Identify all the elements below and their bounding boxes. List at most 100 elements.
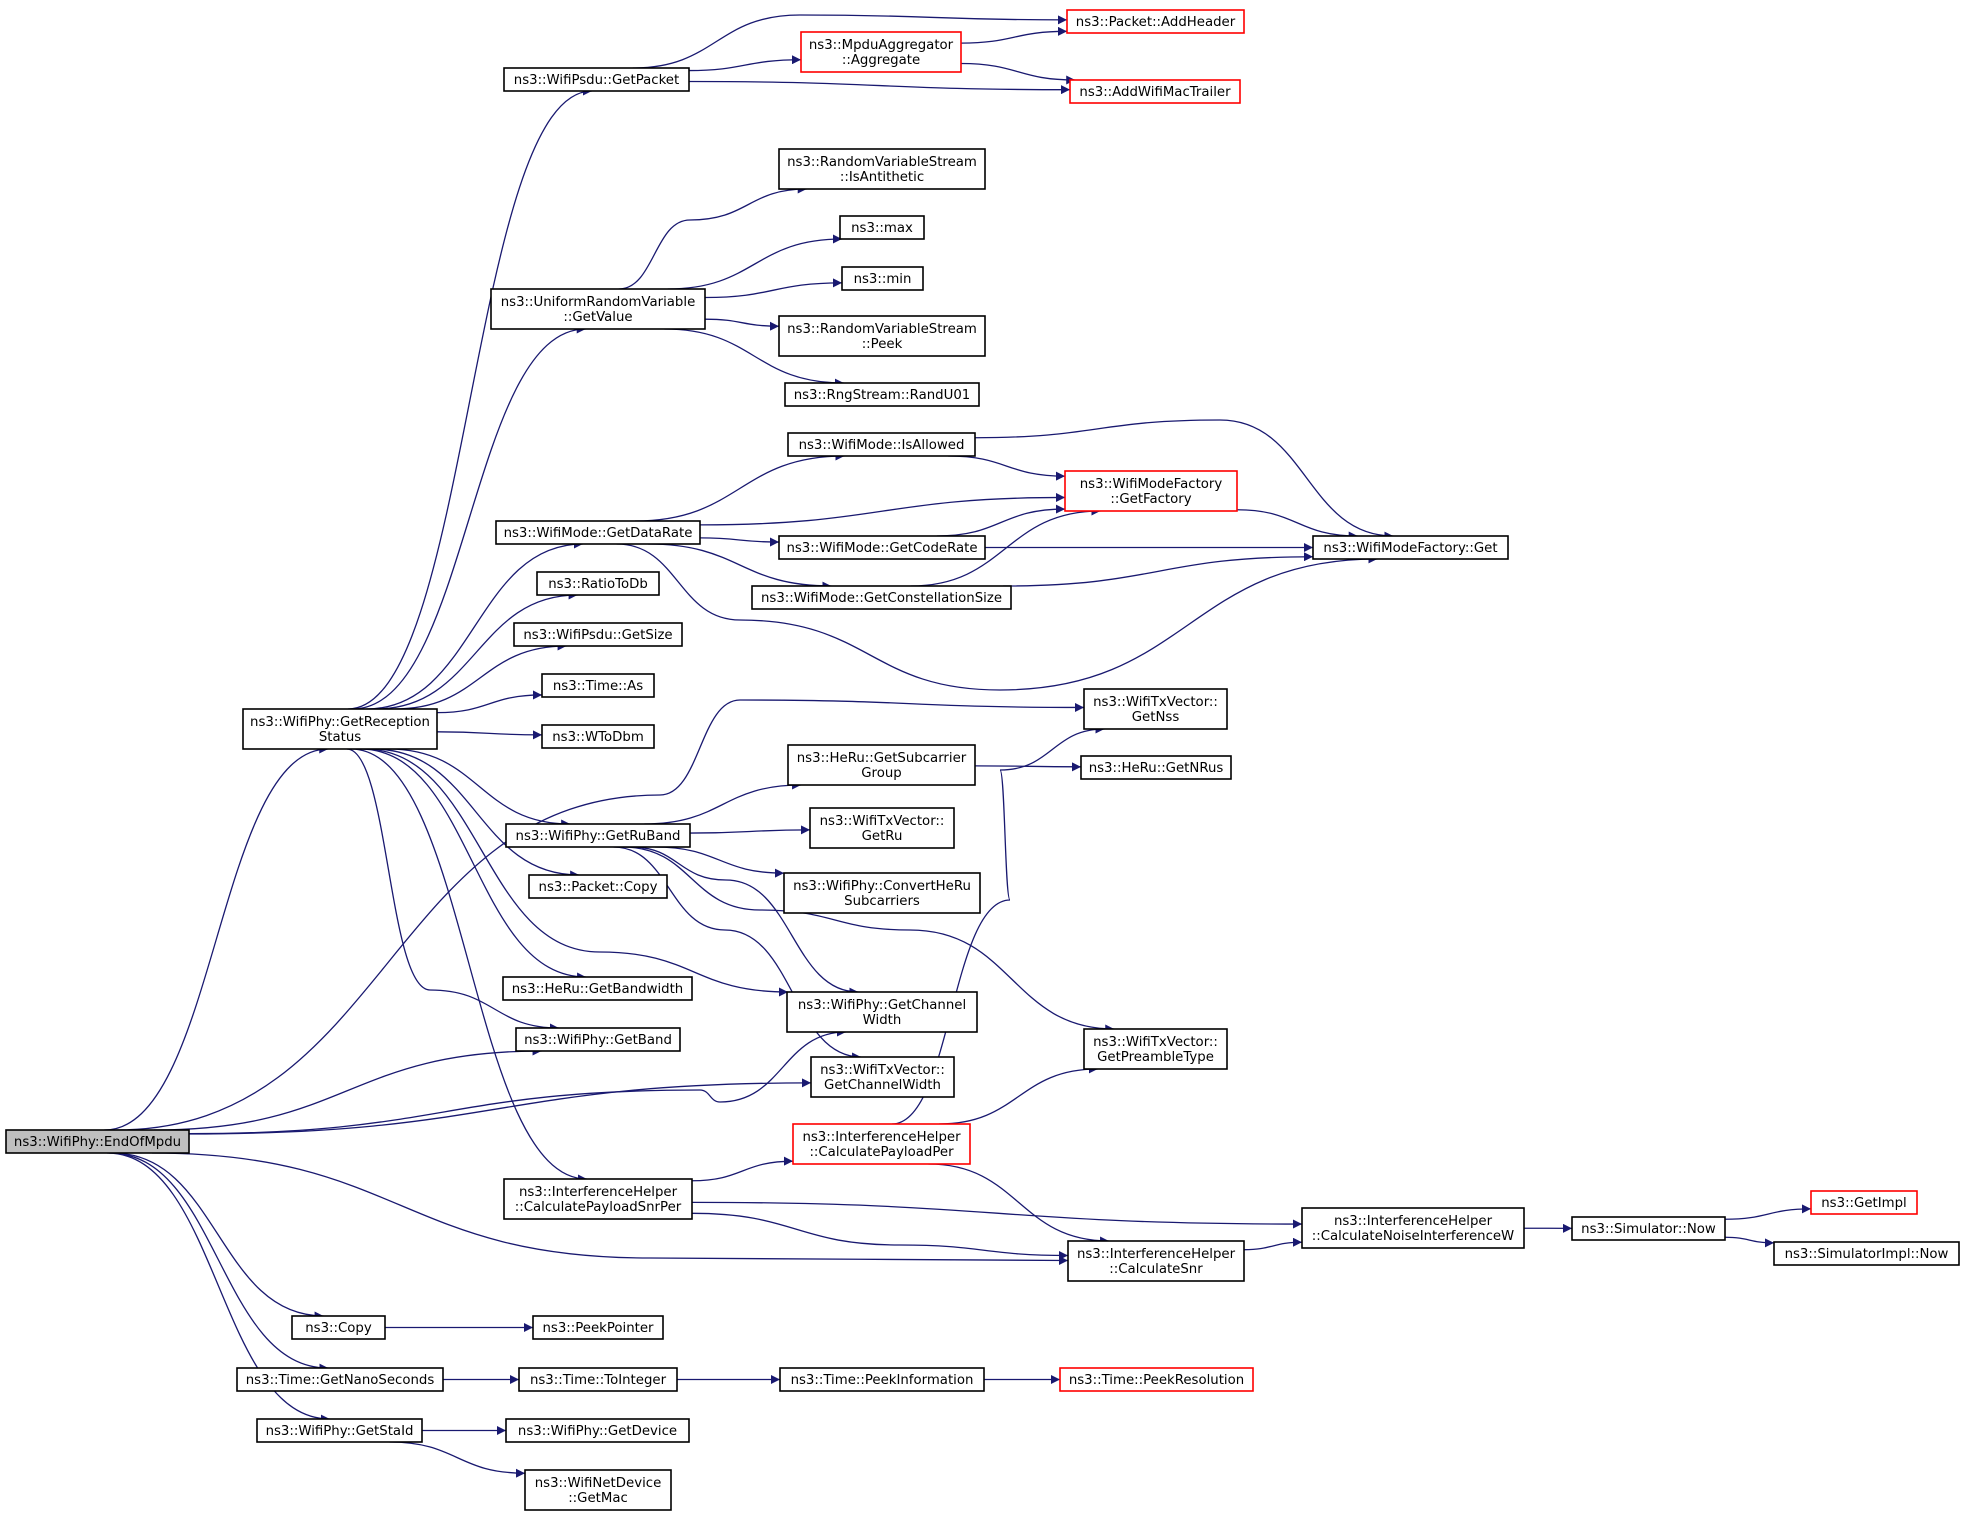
- node-label: Subcarriers: [844, 894, 920, 909]
- call-edge-get-rx-to-mode-get-data-rate: [366, 539, 583, 710]
- function-node-peek-pointer[interactable]: ns3::PeekPointer: [532, 1315, 664, 1340]
- node-label: ns3::InterferenceHelper: [802, 1130, 961, 1145]
- node-label: ns3::WifiMode::GetDataRate: [504, 526, 693, 541]
- node-label: ns3::InterferenceHelper: [1077, 1247, 1236, 1262]
- function-node-add-trailer[interactable]: ns3::AddWifiMacTrailer: [1069, 79, 1241, 104]
- function-node-rvs-is-anti[interactable]: ns3::RandomVariableStream::IsAntithetic: [778, 148, 986, 190]
- call-edge-root-to-ih-calc-snr: [152, 1152, 1069, 1265]
- function-node-uni-get-value[interactable]: ns3::UniformRandomVariable::GetValue: [490, 288, 706, 330]
- call-edge-mode-get-data-rate-to-mode-get-code-rate: [699, 537, 780, 547]
- call-edge-get-ru-band-to-tx-get-preamble: [623, 846, 1115, 1034]
- function-node-he-ru-get-nrus[interactable]: ns3::HeRu::GetNRus: [1080, 755, 1232, 780]
- function-node-packet-copy[interactable]: ns3::Packet::Copy: [528, 874, 668, 899]
- function-node-tx-get-ch-width[interactable]: ns3::WifiTxVector::GetChannelWidth: [810, 1056, 955, 1098]
- function-node-he-ru-get-bandwidth[interactable]: ns3::HeRu::GetBandwidth: [502, 976, 693, 1001]
- function-node-w-to-dbm[interactable]: ns3::WToDbm: [541, 724, 655, 749]
- function-node-tx-get-nss[interactable]: ns3::WifiTxVector::GetNss: [1083, 688, 1228, 730]
- function-node-factory-get-factory[interactable]: ns3::WifiModeFactory::GetFactory: [1064, 470, 1238, 512]
- node-label: ns3::Copy: [305, 1321, 372, 1336]
- call-edge-factory-get-factory-to-factory-get: [1236, 509, 1358, 541]
- function-node-add-header[interactable]: ns3::Packet::AddHeader: [1066, 9, 1245, 34]
- node-label: ns3::WifiTxVector::: [1093, 695, 1218, 710]
- call-edge-get-rx-to-get-ru-band: [388, 748, 571, 829]
- call-edge-get-rx-to-he-ru-get-bandwidth: [359, 748, 587, 982]
- function-node-mode-get-code-rate[interactable]: ns3::WifiMode::GetCodeRate: [778, 535, 986, 560]
- node-label: ns3::GetImpl: [1821, 1196, 1906, 1211]
- function-node-tx-get-ru[interactable]: ns3::WifiTxVector::GetRu: [809, 807, 955, 849]
- function-node-phy-get-device[interactable]: ns3::WifiPhy::GetDevice: [505, 1418, 690, 1443]
- function-node-mode-get-data-rate[interactable]: ns3::WifiMode::GetDataRate: [495, 520, 701, 545]
- node-label: ns3::Packet::AddHeader: [1076, 15, 1236, 30]
- function-node-get-nano[interactable]: ns3::Time::GetNanoSeconds: [236, 1367, 444, 1392]
- function-node-get-impl[interactable]: ns3::GetImpl: [1810, 1190, 1918, 1215]
- node-label: ns3::RngStream::RandU01: [794, 388, 971, 403]
- call-edge-get-rx-to-phy-get-ch-width: [363, 748, 789, 997]
- node-label: ns3::WifiPhy::GetRuBand: [516, 829, 681, 844]
- function-nodes: ns3::WifiPhy::EndOfMpduns3::WifiPhy::Get…: [5, 9, 1960, 1511]
- function-node-ih-calc-noise[interactable]: ns3::InterferenceHelper::CalculateNoiseI…: [1301, 1207, 1525, 1249]
- call-edge-mode-get-data-rate-to-factory-get: [616, 543, 1378, 691]
- function-node-copy[interactable]: ns3::Copy: [291, 1315, 386, 1340]
- function-node-tx-get-preamble[interactable]: ns3::WifiTxVector::GetPreambleType: [1083, 1028, 1228, 1070]
- call-edge-psdu-get-packet-to-add-header: [632, 14, 1068, 69]
- call-edge-root-to-tx-get-nss: [116, 699, 1085, 1131]
- function-node-rvs-peek[interactable]: ns3::RandomVariableStream::Peek: [778, 315, 986, 357]
- node-label: ns3::WifiTxVector::: [1093, 1035, 1218, 1050]
- node-label: GetNss: [1132, 710, 1180, 725]
- node-label: ns3::AddWifiMacTrailer: [1079, 85, 1231, 100]
- call-edge-ih-calc-payload-per-to-tx-get-nss: [892, 724, 1105, 1125]
- call-edge-sim-now-to-get-impl: [1724, 1204, 1812, 1220]
- call-edge-root-to-get-sta-id: [107, 1152, 330, 1424]
- function-node-mode-get-const[interactable]: ns3::WifiMode::GetConstellationSize: [751, 585, 1012, 610]
- function-node-ih-calc-snr[interactable]: ns3::InterferenceHelper::CalculateSnr: [1067, 1240, 1245, 1282]
- function-node-sim-impl-now[interactable]: ns3::SimulatorImpl::Now: [1773, 1241, 1960, 1266]
- call-edge-get-sta-id-to-net-dev-get-mac: [389, 1441, 526, 1478]
- function-node-rand-u01[interactable]: ns3::RngStream::RandU01: [784, 382, 980, 407]
- call-edge-mode-get-data-rate-to-factory-get-factory: [699, 492, 1066, 526]
- function-node-max[interactable]: ns3::max: [839, 215, 925, 240]
- call-edge-psdu-get-packet-to-mpdu-aggregate: [688, 55, 802, 72]
- function-node-phy-get-band[interactable]: ns3::WifiPhy::GetBand: [515, 1027, 681, 1052]
- node-label: ns3::WifiPhy::GetDevice: [518, 1424, 677, 1439]
- function-node-to-integer[interactable]: ns3::Time::ToInteger: [518, 1367, 678, 1392]
- function-node-ih-calc-payload-snr-per[interactable]: ns3::InterferenceHelper::CalculatePayloa…: [503, 1178, 693, 1220]
- call-edge-mode-is-allowed-to-factory-get-factory: [948, 455, 1066, 481]
- function-node-ih-calc-payload-per[interactable]: ns3::InterferenceHelper::CalculatePayloa…: [792, 1123, 971, 1165]
- node-label: ns3::InterferenceHelper: [519, 1185, 678, 1200]
- node-label: ns3::HeRu::GetBandwidth: [512, 982, 683, 997]
- node-label: ::CalculatePayloadSnrPer: [515, 1200, 682, 1215]
- node-label: ::Aggregate: [842, 53, 920, 68]
- function-node-phy-get-ch-width[interactable]: ns3::WifiPhy::GetChannelWidth: [786, 991, 978, 1033]
- function-node-min[interactable]: ns3::min: [841, 266, 924, 291]
- function-node-sim-now[interactable]: ns3::Simulator::Now: [1571, 1216, 1726, 1241]
- node-label: ns3::min: [854, 272, 912, 287]
- function-node-get-sta-id[interactable]: ns3::WifiPhy::GetStaId: [256, 1418, 423, 1443]
- node-label: GetChannelWidth: [824, 1078, 941, 1093]
- function-node-mpdu-aggregate[interactable]: ns3::MpduAggregator::Aggregate: [800, 31, 962, 73]
- function-node-factory-get[interactable]: ns3::WifiModeFactory::Get: [1312, 535, 1509, 560]
- function-node-psdu-get-packet[interactable]: ns3::WifiPsdu::GetPacket: [503, 67, 690, 92]
- function-node-psdu-get-size[interactable]: ns3::WifiPsdu::GetSize: [513, 622, 683, 647]
- call-edge-ih-calc-snr-to-ih-calc-noise: [1243, 1237, 1303, 1251]
- call-edge-mode-get-code-rate-to-factory-get-factory: [936, 504, 1066, 537]
- function-node-peek-info[interactable]: ns3::Time::PeekInformation: [779, 1367, 985, 1392]
- node-label: ns3::WifiMode::GetCodeRate: [786, 541, 977, 556]
- call-edge-root-to-copy: [112, 1152, 324, 1321]
- function-node-ratio-to-db[interactable]: ns3::RatioToDb: [536, 571, 660, 596]
- call-edge-root-to-tx-get-ch-width: [188, 1078, 812, 1135]
- function-node-get-ru-band[interactable]: ns3::WifiPhy::GetRuBand: [505, 823, 691, 848]
- node-label: ns3::WifiPhy::GetChannel: [798, 998, 966, 1013]
- function-node-mode-is-allowed[interactable]: ns3::WifiMode::IsAllowed: [787, 432, 976, 457]
- node-label: ::GetMac: [568, 1491, 628, 1506]
- function-node-net-dev-get-mac[interactable]: ns3::WifiNetDevice::GetMac: [524, 1469, 672, 1511]
- node-label: ns3::RatioToDb: [548, 577, 648, 592]
- function-node-peek-resolution[interactable]: ns3::Time::PeekResolution: [1059, 1367, 1254, 1392]
- node-label: Width: [863, 1013, 902, 1028]
- call-edge-get-rx-to-packet-copy: [372, 748, 580, 880]
- function-node-time-as[interactable]: ns3::Time::As: [541, 673, 655, 698]
- root-function-node: ns3::WifiPhy::EndOfMpdu: [5, 1129, 190, 1154]
- node-label: ns3::InterferenceHelper: [1334, 1214, 1493, 1229]
